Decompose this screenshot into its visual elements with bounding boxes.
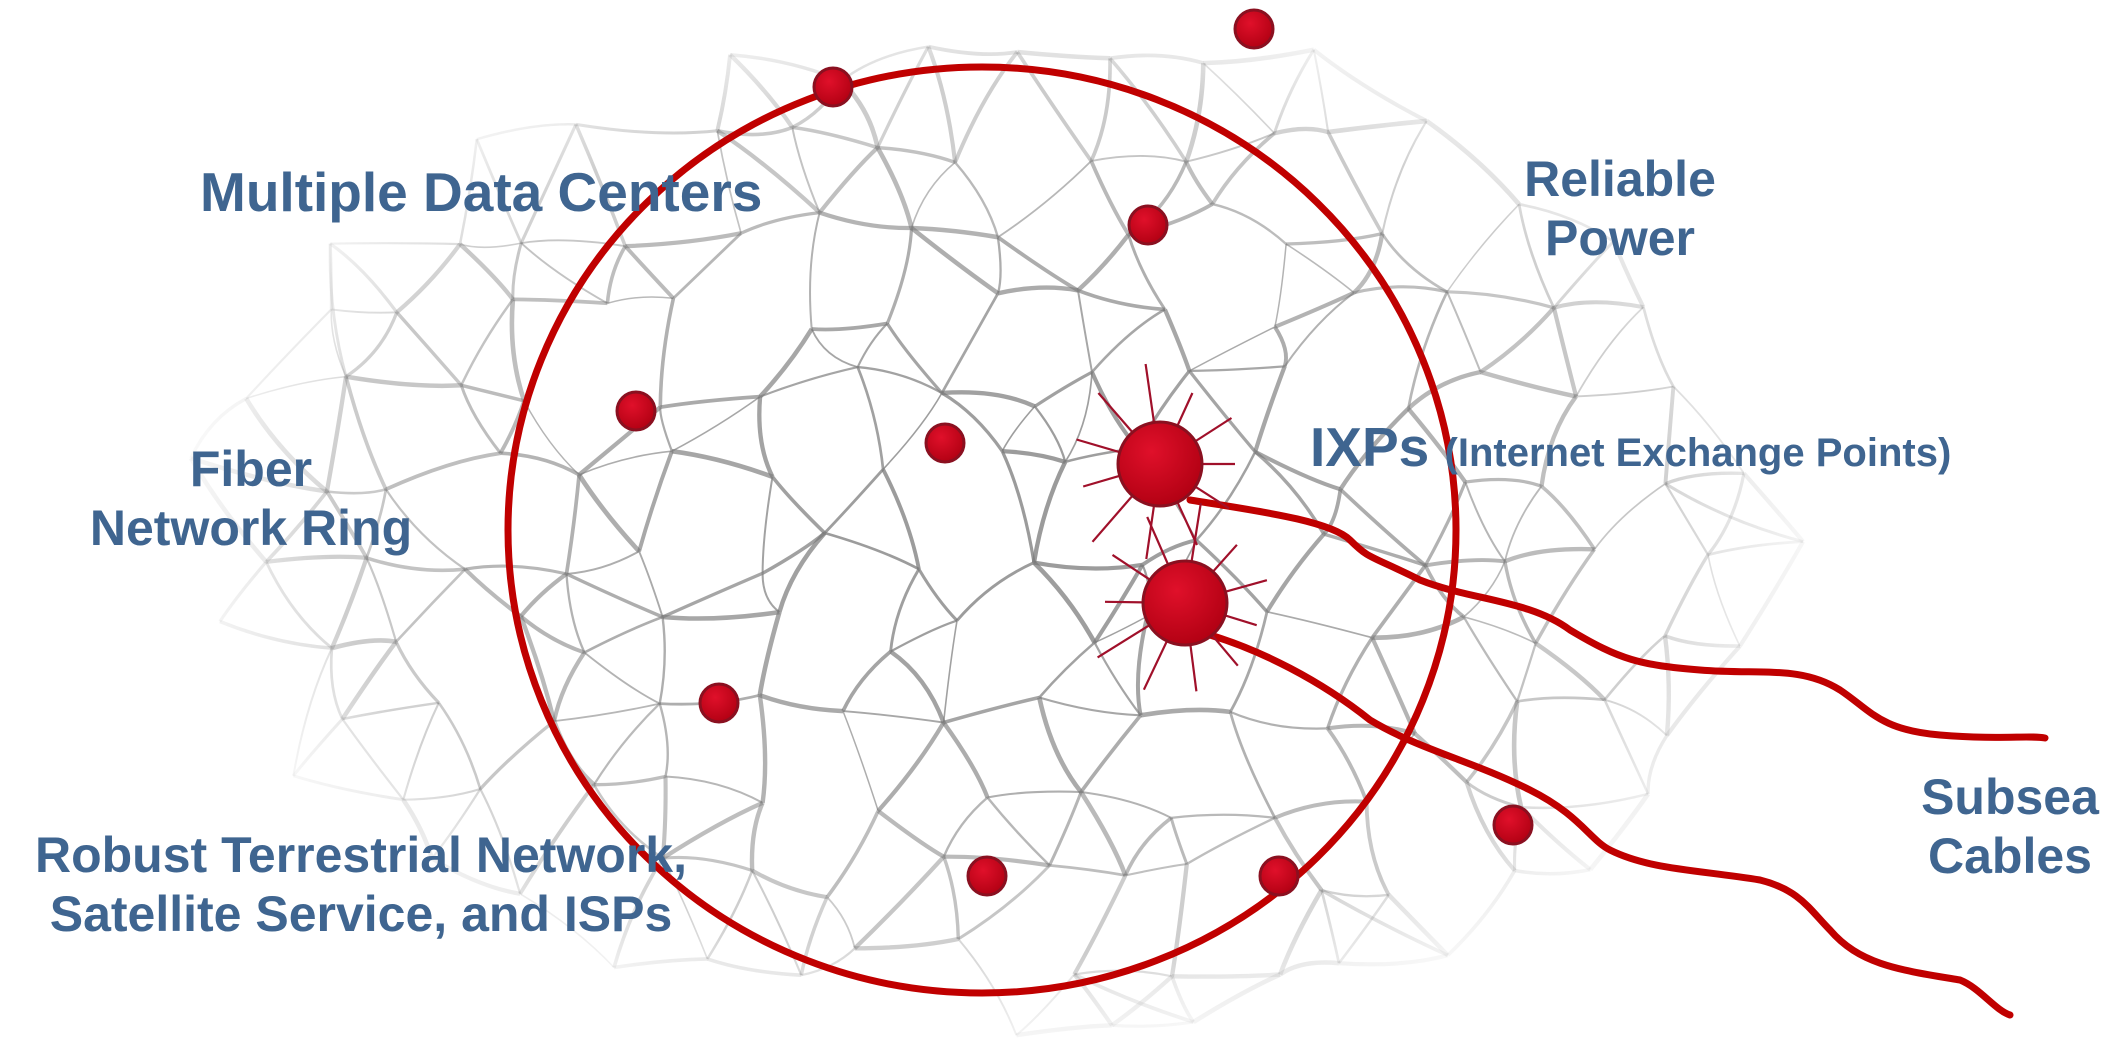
data-center-node xyxy=(1233,8,1275,50)
label-reliable-power: Reliable Power xyxy=(1500,150,1740,268)
ixp-node-upper xyxy=(1116,420,1204,508)
fiber-ring xyxy=(504,63,1460,997)
label-ixps: IXPs (Internet Exchange Points) xyxy=(1310,415,1951,480)
data-center-node xyxy=(812,66,854,108)
label-terrestrial-network: Robust Terrestrial Network, Satellite Se… xyxy=(16,826,706,944)
data-center-node xyxy=(615,390,657,432)
label-line: Power xyxy=(1544,210,1696,266)
data-center-node xyxy=(1127,204,1169,246)
label-line: Reliable xyxy=(1524,151,1716,207)
label-ixps-detail: (Internet Exchange Points) xyxy=(1444,431,1952,475)
label-line: Fiber xyxy=(189,441,313,497)
label-line: Robust Terrestrial Network, xyxy=(34,827,687,883)
label-fiber-network-ring: Fiber Network Ring xyxy=(78,440,424,558)
mesh-fade-overlay xyxy=(140,0,1860,1044)
data-center-node xyxy=(698,682,740,724)
label-line: Network Ring xyxy=(89,500,413,556)
label-multiple-data-centers: Multiple Data Centers xyxy=(200,160,762,225)
label-subsea-cables: Subsea Cables xyxy=(1910,768,2110,886)
data-center-node xyxy=(966,855,1008,897)
label-ixps-title: IXPs xyxy=(1310,416,1430,478)
label-line: Cables xyxy=(1928,828,2092,884)
label-line: Satellite Service, and ISPs xyxy=(49,886,673,942)
label-line: Subsea xyxy=(1921,769,2099,825)
data-center-nodes xyxy=(615,8,1534,897)
subsea-cable-lower xyxy=(1206,631,2014,1019)
data-center-node xyxy=(1258,855,1300,897)
label-text: Multiple Data Centers xyxy=(200,161,763,223)
data-center-node xyxy=(924,422,966,464)
subsea-cable-upper xyxy=(1186,496,2049,742)
data-center-node xyxy=(1492,804,1534,846)
ixp-node-lower xyxy=(1141,559,1229,647)
